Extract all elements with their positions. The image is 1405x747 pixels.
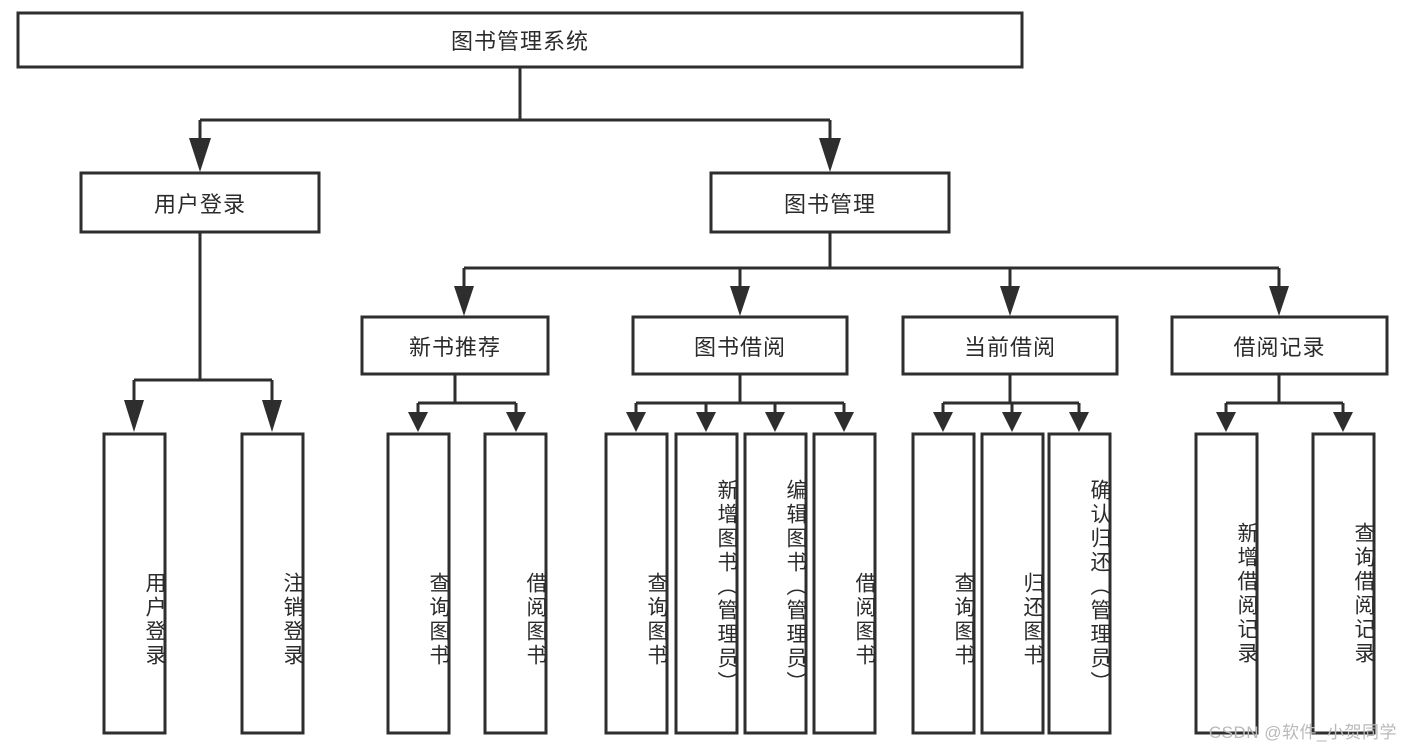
node-box-leaf-add-borrow-record[interactable] bbox=[1194, 432, 1259, 735]
node-box-leaf-user-logout[interactable] bbox=[240, 432, 305, 735]
node-box-leaf-query-book-borrow[interactable] bbox=[604, 432, 669, 735]
arrow-head-leaf-query-book-recommend bbox=[408, 412, 428, 432]
arrow-head-book-borrow bbox=[730, 286, 750, 316]
arrow-head-leaf-return-book bbox=[1002, 412, 1022, 432]
arrow-head-leaf-user-login bbox=[124, 400, 144, 432]
arrow-head-leaf-query-book-borrow bbox=[626, 412, 646, 432]
arrow-head-new-book-recommend bbox=[454, 286, 474, 316]
arrow-head-leaf-edit-book-admin bbox=[765, 412, 785, 432]
arrow-head-leaf-query-borrow-record bbox=[1333, 412, 1353, 432]
arrow-head-book-manage bbox=[819, 138, 841, 172]
node-box-leaf-borrow-book-recommend[interactable] bbox=[483, 432, 548, 735]
node-box-book-borrow[interactable] bbox=[631, 315, 849, 376]
arrow-head-leaf-confirm-return-admin bbox=[1069, 412, 1089, 432]
node-box-leaf-return-book[interactable] bbox=[980, 432, 1045, 735]
connector-group-book-manage bbox=[454, 232, 1289, 316]
node-box-root[interactable] bbox=[16, 11, 1024, 69]
arrow-head-current-borrow bbox=[1000, 286, 1020, 316]
arrow-head-leaf-borrow-book-recommend bbox=[506, 412, 526, 432]
connector-group-book-borrow bbox=[626, 374, 854, 432]
node-box-leaf-add-book-admin[interactable] bbox=[674, 432, 739, 735]
node-box-new-book-recommend[interactable] bbox=[360, 315, 550, 376]
connector-group-root bbox=[189, 67, 841, 172]
connector-group-new-book-recommend bbox=[408, 374, 526, 432]
connector-group-user-login bbox=[124, 232, 282, 432]
node-box-borrow-record[interactable] bbox=[1170, 315, 1389, 376]
node-box-user-login[interactable] bbox=[79, 171, 321, 234]
node-box-leaf-query-borrow-record[interactable] bbox=[1311, 432, 1376, 735]
node-box-leaf-borrow-book[interactable] bbox=[812, 432, 877, 735]
node-box-leaf-edit-book-admin[interactable] bbox=[743, 432, 808, 735]
node-box-current-borrow[interactable] bbox=[901, 315, 1119, 376]
node-box-leaf-query-book-recommend[interactable] bbox=[386, 432, 451, 735]
node-box-book-manage[interactable] bbox=[709, 171, 951, 234]
node-box-leaf-user-login[interactable] bbox=[102, 432, 167, 735]
connector-group-current-borrow bbox=[933, 374, 1089, 432]
arrow-head-borrow-record bbox=[1269, 286, 1289, 316]
arrow-head-leaf-query-book-current bbox=[933, 412, 953, 432]
arrow-head-leaf-add-book-admin bbox=[696, 412, 716, 432]
node-box-leaf-confirm-return-admin[interactable] bbox=[1047, 432, 1112, 735]
connector-group-borrow-record bbox=[1216, 374, 1353, 432]
arrow-head-leaf-borrow-book bbox=[834, 412, 854, 432]
node-box-leaf-query-book-current[interactable] bbox=[911, 432, 976, 735]
arrow-head-user-login bbox=[189, 138, 211, 172]
arrow-head-leaf-user-logout bbox=[262, 400, 282, 432]
arrow-head-leaf-add-borrow-record bbox=[1216, 412, 1236, 432]
